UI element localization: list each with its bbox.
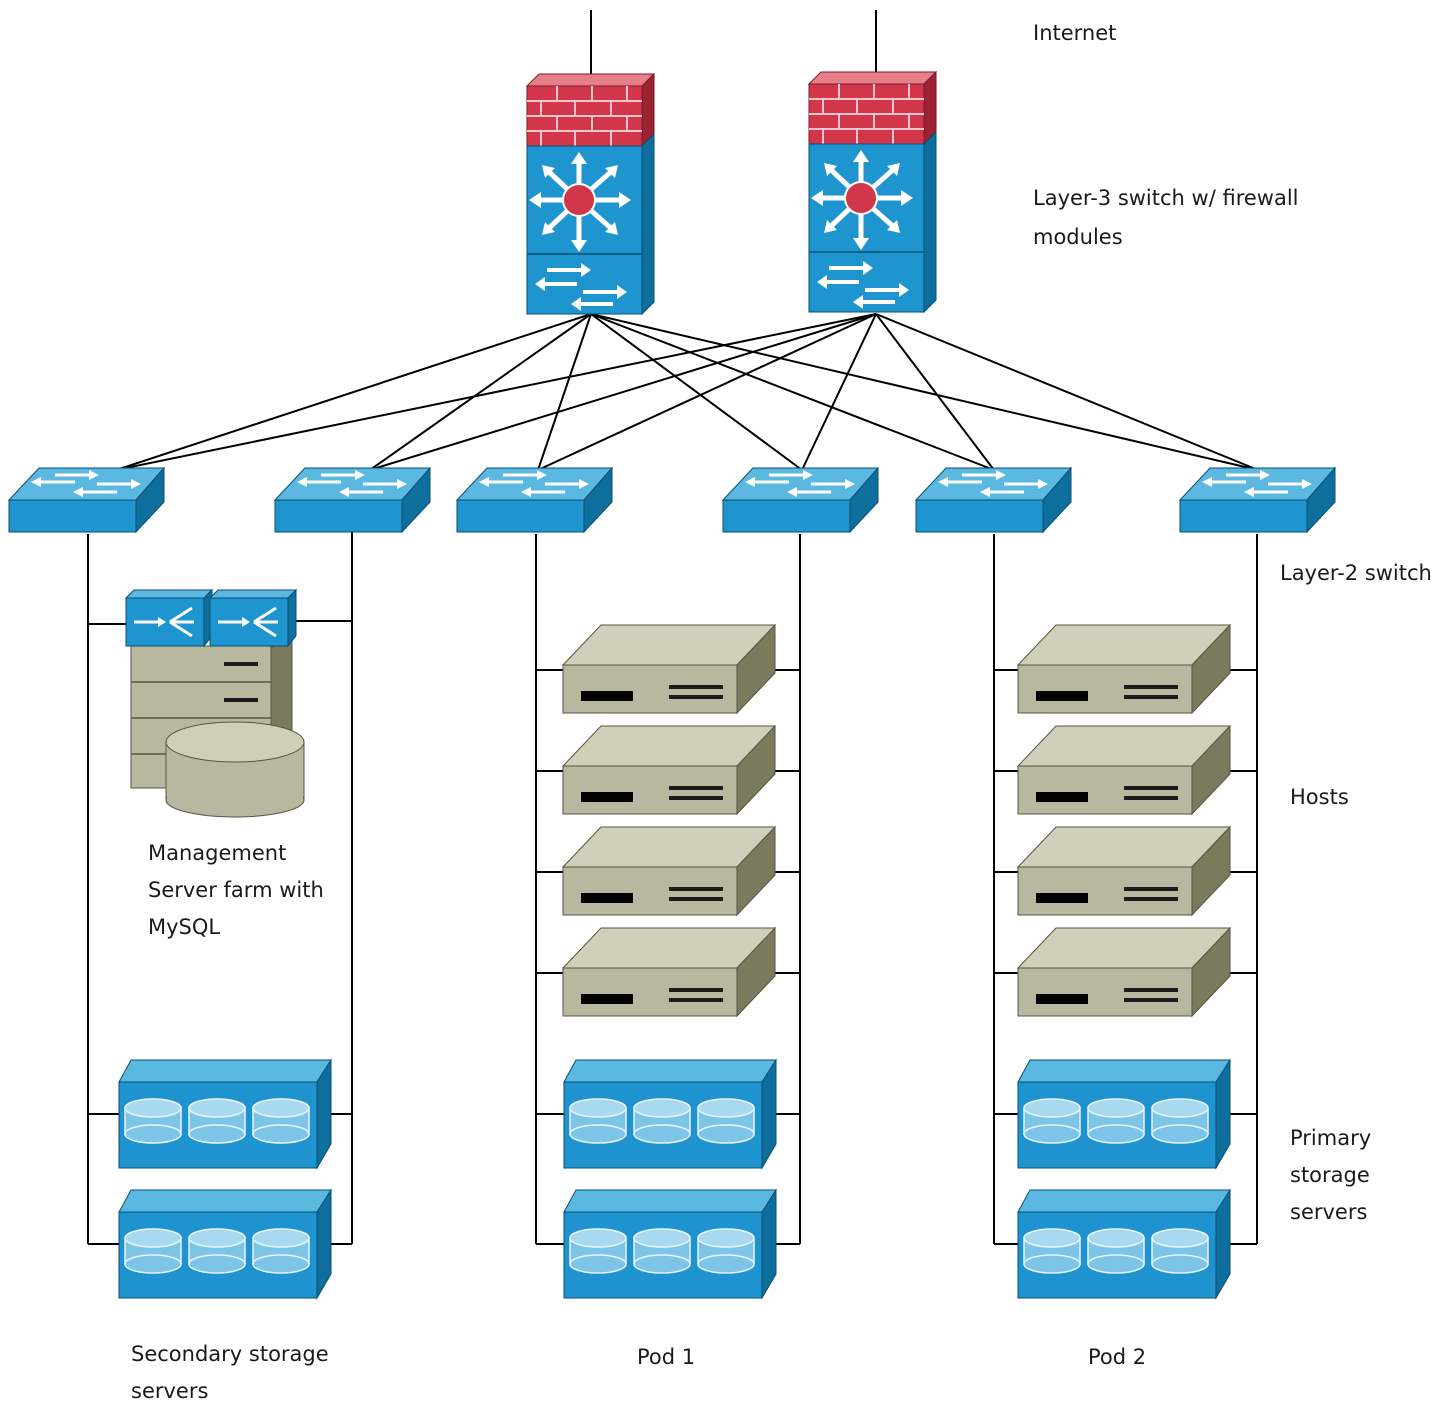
layer2-switch-icon: [7, 466, 166, 534]
secondary-storage-label: Secondary storage: [131, 1342, 329, 1366]
primary-storage-label: storage: [1290, 1163, 1370, 1187]
pod1-label: Pod 1: [637, 1345, 695, 1369]
storage-server-icon: [1017, 1059, 1231, 1169]
secondary-storage-label: servers: [131, 1379, 208, 1403]
host-server-icon: [562, 826, 776, 916]
primary-storage-label: Primary: [1290, 1126, 1371, 1150]
host-server-icon: [1017, 725, 1231, 815]
layer3-switch-label: modules: [1033, 225, 1123, 249]
host-server-icon: [1017, 826, 1231, 916]
management-label: Management: [148, 841, 286, 865]
layer2-switch-icon: [455, 466, 614, 534]
layer3-switch-firewall-icon: [527, 74, 654, 314]
layer3-switch-firewall-icon: [809, 72, 936, 312]
management-server-mysql-icon: [124, 588, 305, 818]
storage-server-icon: [563, 1189, 777, 1299]
internet-label: Internet: [1033, 21, 1116, 45]
storage-server-icon: [118, 1059, 332, 1169]
hosts-label: Hosts: [1290, 785, 1349, 809]
storage-server-icon: [118, 1189, 332, 1299]
host-server-icon: [562, 927, 776, 1017]
layer2-switch-icon: [914, 466, 1073, 534]
host-server-icon: [562, 725, 776, 815]
connection-lines: [87, 10, 1259, 1245]
layer3-switch-label: Layer-3 switch w/ firewall: [1033, 186, 1299, 210]
management-label: MySQL: [148, 915, 220, 939]
pod2-label: Pod 2: [1088, 1345, 1146, 1369]
storage-server-icon: [563, 1059, 777, 1169]
layer2-switch-icon: [1178, 466, 1337, 534]
layer2-switch-label: Layer-2 switch: [1280, 561, 1432, 585]
layer2-switch-icon: [273, 466, 432, 534]
primary-storage-label: servers: [1290, 1200, 1367, 1224]
management-label: Server farm with: [148, 878, 324, 902]
storage-server-icon: [1017, 1189, 1231, 1299]
host-server-icon: [1017, 927, 1231, 1017]
host-server-icon: [1017, 624, 1231, 714]
host-server-icon: [562, 624, 776, 714]
layer2-switch-icon: [721, 466, 880, 534]
